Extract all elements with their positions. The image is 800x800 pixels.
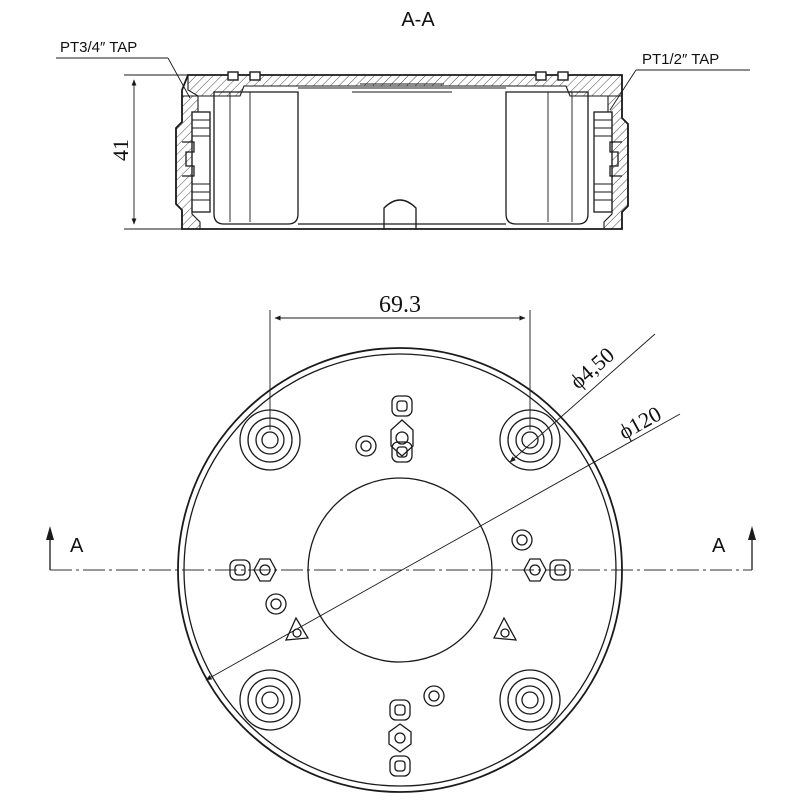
right-boss bbox=[505, 91, 589, 225]
screw-group-right bbox=[492, 529, 571, 641]
mount-hole-bottom-right bbox=[499, 669, 561, 731]
top-screws bbox=[227, 71, 569, 81]
hole-dia-text: ϕ4,50 bbox=[565, 342, 619, 394]
section-arrow-left-head bbox=[46, 526, 54, 540]
right-boss-inner bbox=[547, 92, 573, 222]
outer-rim bbox=[177, 347, 623, 793]
spacing-dim-text: 69.3 bbox=[379, 292, 421, 318]
section-mark-right: A bbox=[712, 535, 726, 557]
section-view: A-A PT3/4″ TAP PT1/2″ TAP 41 bbox=[56, 9, 750, 230]
body-outline bbox=[175, 74, 629, 230]
top-inner-lines bbox=[298, 83, 506, 93]
right-tap-label: PT1/2″ TAP bbox=[642, 51, 719, 68]
outer-dia-line bbox=[205, 413, 681, 681]
screw-group-top bbox=[355, 395, 414, 463]
cable-notch bbox=[383, 199, 417, 229]
left-boss-inner bbox=[229, 92, 251, 222]
inner-rim bbox=[183, 353, 617, 787]
left-boss bbox=[213, 91, 299, 225]
left-tap-leader bbox=[167, 57, 191, 99]
outer-dia-text: ϕ120 bbox=[614, 401, 665, 444]
section-title: A-A bbox=[401, 9, 435, 31]
mount-hole-bottom-left bbox=[239, 669, 301, 731]
center-opening bbox=[307, 477, 493, 663]
section-arrow-right-head bbox=[748, 526, 756, 540]
right-threaded-port bbox=[593, 111, 622, 213]
left-threaded-port bbox=[182, 111, 211, 213]
hole-dia-leader bbox=[509, 333, 656, 463]
plan-view: A A bbox=[46, 292, 756, 793]
left-tap-label: PT3/4″ TAP bbox=[60, 39, 137, 56]
screw-group-bottom bbox=[388, 685, 445, 777]
height-dim-text: 41 bbox=[108, 139, 133, 161]
right-wall-hatch bbox=[603, 95, 629, 230]
top-wall-hatch bbox=[187, 74, 623, 97]
screw-group-left bbox=[229, 558, 310, 641]
left-wall-hatch bbox=[175, 95, 201, 230]
section-mark-left: A bbox=[70, 535, 84, 557]
